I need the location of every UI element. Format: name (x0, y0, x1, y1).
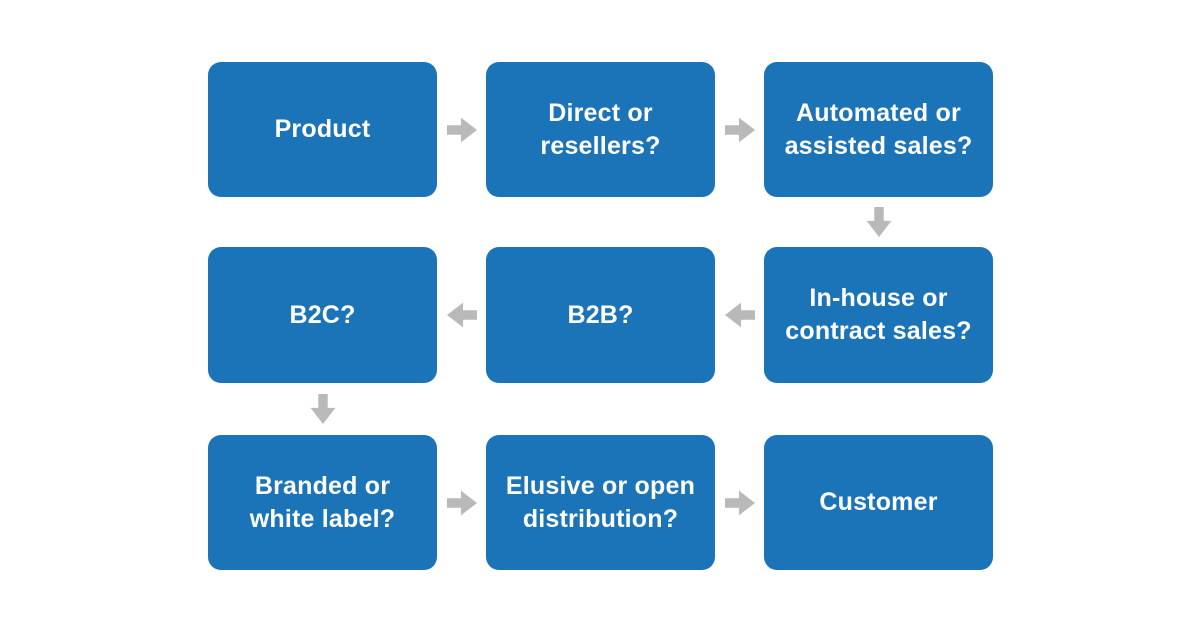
flow-node-elusive-or-open-distribution: Elusive or open distribution? (486, 435, 715, 570)
arrow-left-icon (437, 247, 486, 383)
arrow-right-icon (715, 435, 764, 570)
arrow-left-icon (715, 247, 764, 383)
flowchart: Product Direct or resellers? Automated o… (208, 62, 993, 570)
arrow-right-icon (437, 62, 486, 197)
flow-node-in-house-or-contract-sales: In-house or contract sales? (764, 247, 993, 383)
arrow-right-icon (437, 435, 486, 570)
flow-node-automated-or-assisted-sales: Automated or assisted sales? (764, 62, 993, 197)
flow-node-b2c: B2C? (208, 247, 437, 383)
arrow-down-icon (764, 197, 993, 247)
flow-node-b2b: B2B? (486, 247, 715, 383)
arrow-right-icon (715, 62, 764, 197)
flow-node-product: Product (208, 62, 437, 197)
flow-node-customer: Customer (764, 435, 993, 570)
flow-node-direct-or-resellers: Direct or resellers? (486, 62, 715, 197)
arrow-down-icon (208, 383, 437, 435)
flow-node-branded-or-white-label: Branded or white label? (208, 435, 437, 570)
